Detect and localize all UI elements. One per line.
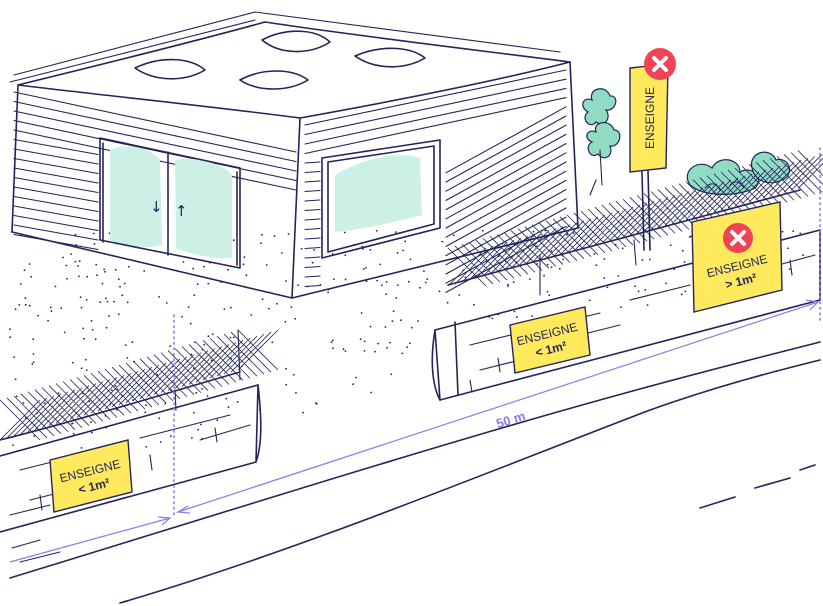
bush-icon [583,89,620,195]
entrance-door: ↓ ↑ [100,138,240,268]
pole-sign: ENSEIGNE [630,48,676,250]
arrow-up-icon: ↑ [175,202,188,220]
shop-window [322,140,440,258]
arrow-down-icon: ↓ [150,198,163,216]
skylight [355,48,425,66]
sign-right-large: ENSEIGNE > 1m² [692,202,782,312]
commercial-building: ↓ ↑ [10,12,578,298]
fence-right: ENSEIGNE < 1m² ENSEIGNE > 1m² [432,151,823,400]
forbidden-cross-icon [723,223,753,253]
pole-sign-label: ENSEIGNE [643,87,657,149]
building-roof [18,22,570,118]
forbidden-cross-icon [644,48,676,80]
distance-label: 50 m [494,408,527,431]
chain-link-mesh [0,330,278,440]
sign-left-small: ENSEIGNE < 1m² [50,440,132,512]
skylight [240,71,308,89]
ground-stipple [9,229,804,448]
skylight [262,31,330,51]
road [10,342,820,603]
skylight [135,60,205,79]
fence-left: ENSEIGNE < 1m² [0,330,278,532]
